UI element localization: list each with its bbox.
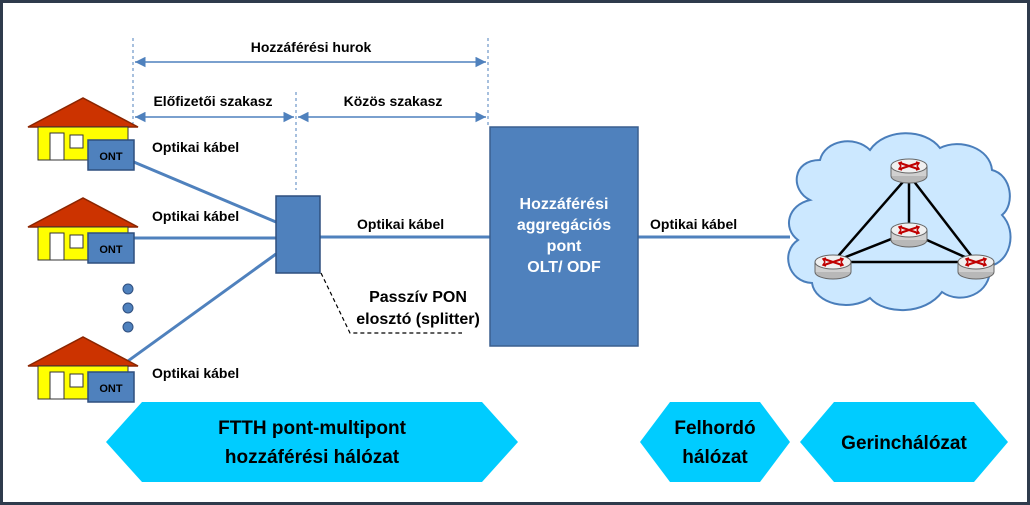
ont-label-2: ONT xyxy=(99,244,123,256)
cable-label-1: Optikai kábel xyxy=(152,139,239,155)
splitter-label-line1: Passzív PON xyxy=(369,289,467,306)
ont-box-2 xyxy=(87,232,135,264)
cable-label-2: Optikai kábel xyxy=(152,208,239,224)
house-roof xyxy=(27,197,139,228)
house-1: ONT xyxy=(27,97,139,171)
agg-label-line1: Hozzáférési xyxy=(520,196,609,213)
agg-label-line2: aggregációs xyxy=(517,217,611,234)
ont-label-1: ONT xyxy=(99,151,123,163)
banner-backhaul-line2: hálózat xyxy=(682,447,748,468)
agg-label-line4: OLT/ ODF xyxy=(527,259,601,276)
house-roof xyxy=(27,97,139,128)
agg-label-line3: pont xyxy=(547,238,582,255)
splitter-callout xyxy=(320,272,462,334)
banner-ftth-line2: hozzáférési hálózat xyxy=(225,447,400,468)
router-icon xyxy=(890,158,928,184)
aggregation-point-box xyxy=(489,126,639,347)
house-door xyxy=(49,371,65,400)
house-3: ONT xyxy=(27,336,139,403)
house-roof xyxy=(27,336,139,367)
splitter-box xyxy=(275,195,321,274)
banner-ftth xyxy=(106,402,518,482)
house-window xyxy=(69,134,84,149)
ont-box-3 xyxy=(87,371,135,403)
ont-box-1 xyxy=(87,139,135,171)
cable-label-3: Optikai kábel xyxy=(152,365,239,381)
common-section-label: Közös szakasz xyxy=(344,93,443,109)
banner-core-label: Gerinchálózat xyxy=(841,433,967,454)
fiber-line-3 xyxy=(109,252,277,376)
banner-core xyxy=(800,402,1008,482)
ellipsis-dot xyxy=(122,283,134,295)
splitter-label-line2: elosztó (splitter) xyxy=(356,311,480,328)
house-window xyxy=(69,234,84,249)
house-door xyxy=(49,132,65,161)
banner-ftth-line1: FTTH pont-multipont xyxy=(218,418,406,439)
house-window xyxy=(69,373,84,388)
fiber-line-1 xyxy=(109,150,277,224)
banner-backhaul xyxy=(640,402,790,482)
subscriber-section-label: Előfizetői szakasz xyxy=(153,93,272,109)
ellipsis-dot xyxy=(122,302,134,314)
ellipsis-dot xyxy=(122,321,134,333)
cable-label-backhaul: Optikai kábel xyxy=(650,216,737,232)
cable-label-main: Optikai kábel xyxy=(357,216,444,232)
router-icon xyxy=(890,222,928,248)
router-icon xyxy=(957,254,995,280)
ont-label-3: ONT xyxy=(99,383,123,395)
house-2: ONT xyxy=(27,197,139,264)
router-icon xyxy=(814,254,852,280)
house-door xyxy=(49,232,65,261)
banner-backhaul-line1: Felhordó xyxy=(674,418,755,439)
access-loop-label: Hozzáférési hurok xyxy=(251,39,372,55)
